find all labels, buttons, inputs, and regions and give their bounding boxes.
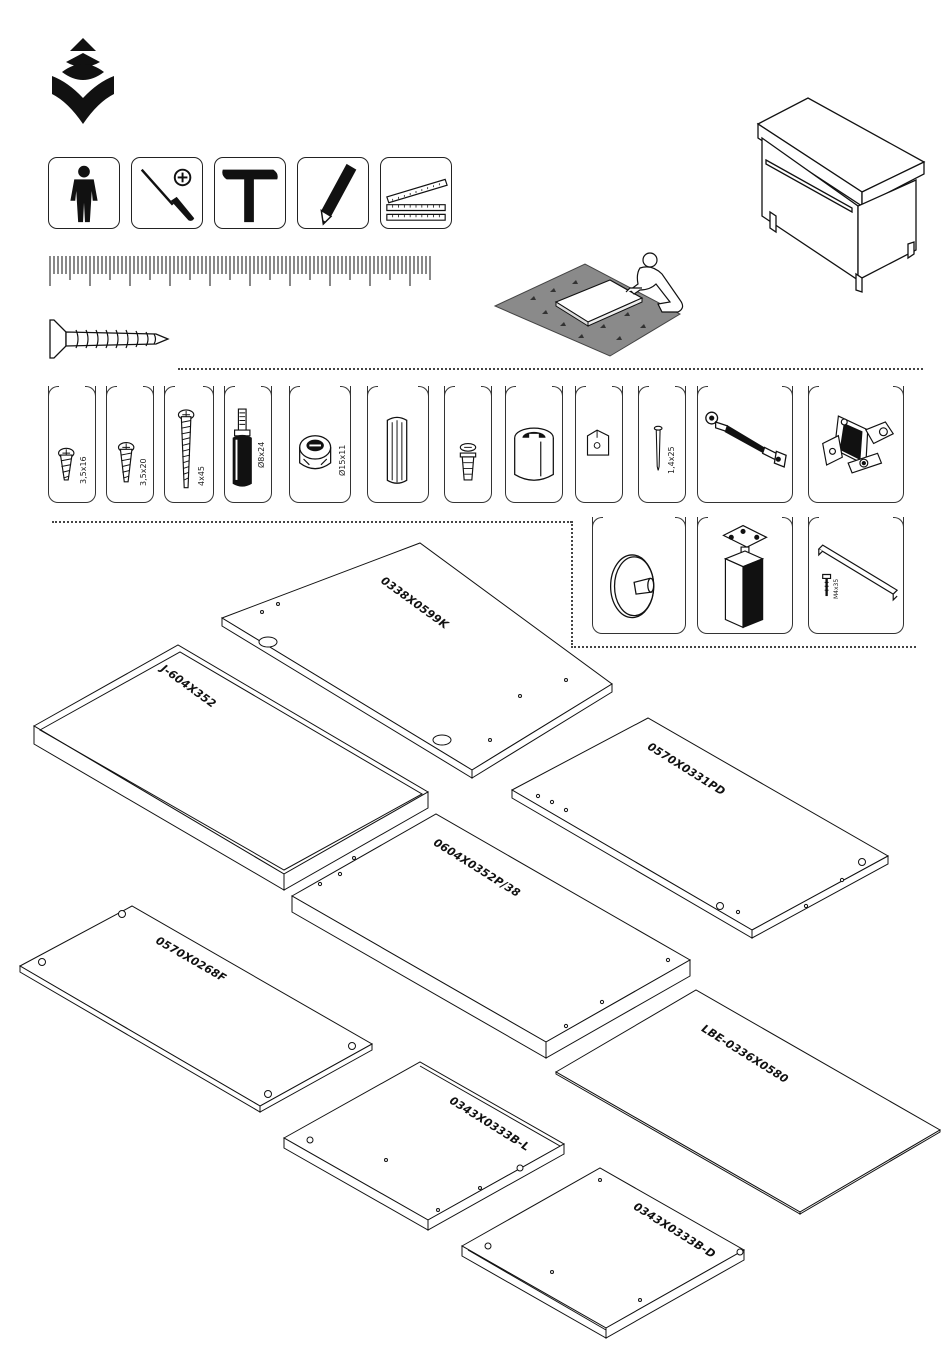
hardware-card-nail: 1,4x25	[638, 386, 686, 503]
hardware-card-cam-lock: Ø15x11	[289, 386, 351, 503]
hardware-card-bracket	[575, 386, 623, 503]
folding-ruler-icon	[380, 157, 452, 229]
long-screw-icon	[178, 410, 193, 488]
pencil-icon	[297, 157, 369, 229]
nail-icon	[654, 426, 662, 470]
hardware-dimension-label: Ø8x24	[257, 442, 266, 468]
screwdriver-plus-icon	[131, 157, 203, 229]
hardware-card-cup-housing	[505, 386, 563, 503]
hardware-card-screw-3-5x16: 3,5x16	[48, 386, 96, 503]
screw-icon	[59, 448, 74, 480]
product-preview-icon	[748, 94, 933, 294]
screw-template-icon	[48, 318, 173, 360]
hardware-card-gas-lift	[697, 386, 793, 503]
separator-line	[178, 368, 923, 370]
hardware-card-shelf-pin	[444, 386, 492, 503]
hardware-card-screw-3-5x20: 3,5x20	[106, 386, 154, 503]
separator-line	[52, 521, 572, 523]
panels-drawing	[0, 530, 950, 1360]
gas-lift-icon	[706, 412, 786, 467]
hardware-dimension-label: 1,4x25	[667, 446, 676, 474]
hardware-dimension-label: 3,5x20	[139, 458, 148, 486]
person-icon	[48, 157, 120, 229]
hardware-dimension-label: 3,5x16	[79, 456, 88, 484]
hardware-dimension-label: 4x45	[197, 466, 206, 486]
cam-bolt-icon	[233, 409, 252, 487]
brand-logo	[48, 36, 118, 126]
hardware-card-screw-4x45: 4x45	[164, 386, 214, 503]
panel-0570x0268f	[20, 906, 372, 1112]
screw-icon	[119, 443, 134, 482]
assembly-on-floor-icon	[490, 244, 710, 364]
hinge-icon	[823, 416, 894, 473]
hardware-card-hinge	[808, 386, 904, 503]
shelf-pin-icon	[460, 444, 475, 480]
hardware-card-cam-bolt: Ø8x24	[224, 386, 272, 503]
bracket-plate-icon	[588, 430, 609, 455]
hardware-card-dowel	[367, 386, 429, 503]
hammer-icon	[214, 157, 286, 229]
cup-housing-icon	[515, 428, 554, 480]
cam-lock-icon	[300, 436, 331, 469]
wooden-dowel-icon	[387, 417, 406, 483]
hardware-dimension-label: Ø15x11	[338, 445, 347, 476]
measuring-scale	[48, 254, 432, 288]
